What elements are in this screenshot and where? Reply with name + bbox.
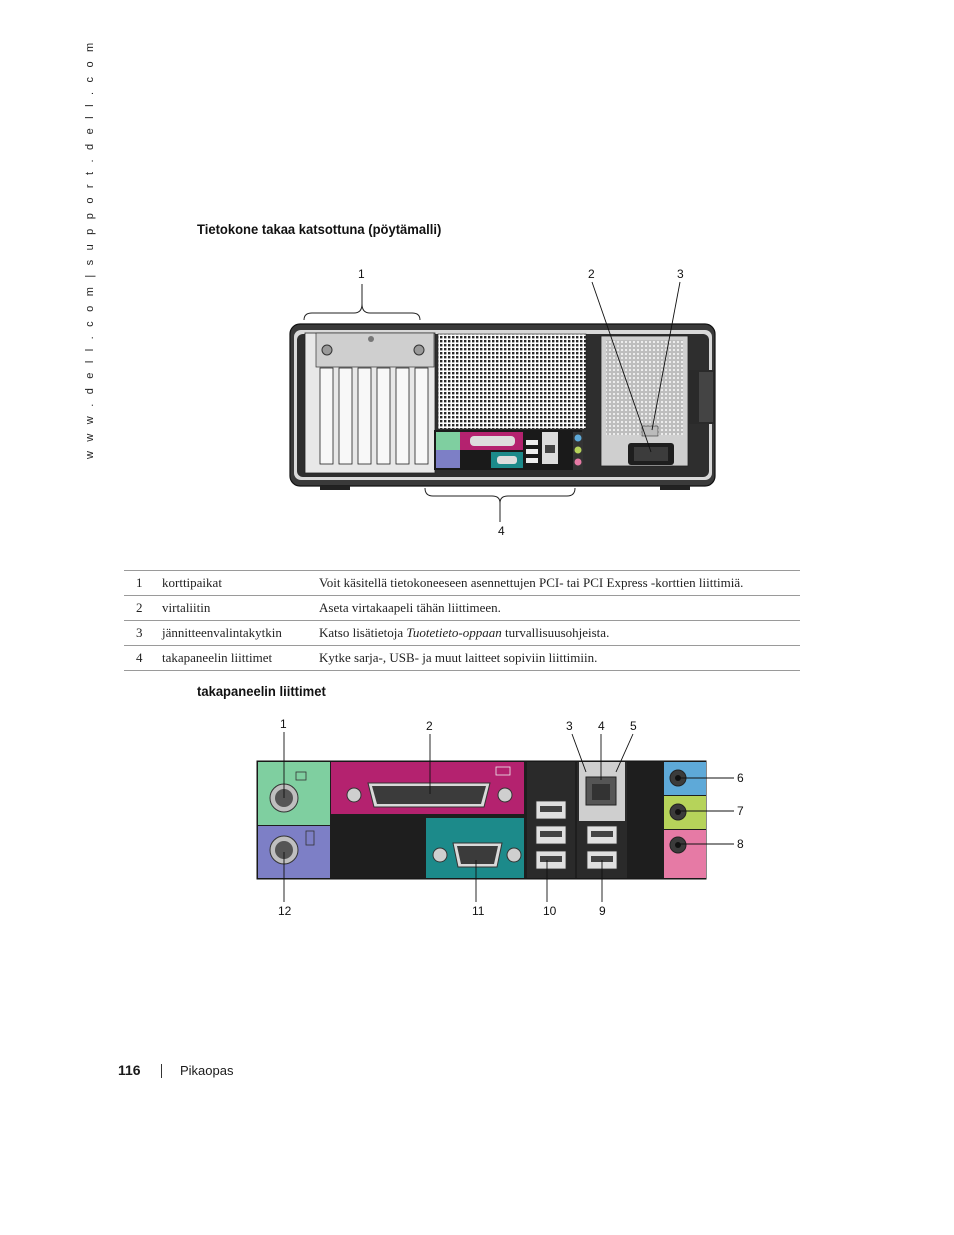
row-name: jännitteenvalintakytkin [162, 620, 319, 646]
back-panel-connectors-figure: 1 2 3 4 5 6 7 8 9 10 11 12 [250, 710, 770, 925]
row-description: Voit käsitellä tietokoneeseen asennettuj… [319, 570, 800, 596]
callout-3: 3 [566, 719, 573, 733]
callout-4: 4 [498, 524, 505, 538]
table-row: 4 takapaneelin liittimet Kytke sarja-, U… [124, 645, 800, 671]
callout-1: 1 [358, 267, 365, 281]
row-number: 2 [124, 595, 162, 621]
table-row: 2 virtaliitin Aseta virtakaapeli tähän l… [124, 595, 800, 621]
callout-6: 6 [737, 771, 744, 785]
row-description: Kytke sarja-, USB- ja muut laitteet sopi… [319, 645, 800, 671]
row-description: Katso lisätietoja Tuotetieto-oppaan turv… [319, 620, 800, 646]
callout-10: 10 [543, 904, 557, 918]
table-row: 1 korttipaikat Voit käsitellä tietokonee… [124, 570, 800, 596]
side-url-text: w w w . d e l l . c o m | s u p p o r t … [84, 39, 96, 459]
row-number: 3 [124, 620, 162, 646]
callout-5: 5 [630, 719, 637, 733]
callout-8: 8 [737, 837, 744, 851]
callout-9: 9 [599, 904, 606, 918]
callout-12: 12 [278, 904, 292, 918]
row-description: Aseta virtakaapeli tähän liittimeen. [319, 595, 800, 621]
footer-doc-title: Pikaopas [180, 1063, 234, 1078]
row-number: 4 [124, 645, 162, 671]
callout-1: 1 [280, 717, 287, 731]
callout-3: 3 [677, 267, 684, 281]
row-name: takapaneelin liittimet [162, 645, 319, 671]
row-name: virtaliitin [162, 595, 319, 621]
side-url-margin: w w w . d e l l . c o m | s u p p o r t … [84, 40, 100, 465]
callout-7: 7 [737, 804, 744, 818]
callout-11: 11 [472, 904, 485, 918]
row-name: korttipaikat [162, 570, 319, 596]
computer-rear-view-figure: 1 2 3 4 [280, 260, 740, 550]
footer-divider [161, 1064, 162, 1078]
section-heading-rear-view: Tietokone takaa katsottuna (pöytämalli) [197, 221, 442, 237]
desc-italic: Tuotetieto-oppaan [406, 625, 502, 640]
parts-table: 1 korttipaikat Voit käsitellä tietokonee… [124, 570, 800, 671]
callout-4: 4 [598, 719, 605, 733]
section-heading-back-panel: takapaneelin liittimet [197, 683, 326, 699]
desc-post: turvallisuusohjeista. [501, 625, 610, 640]
page-number: 116 [118, 1062, 141, 1078]
table-row: 3 jännitteenvalintakytkin Katso lisätiet… [124, 620, 800, 646]
callout-2: 2 [426, 719, 433, 733]
callout-2: 2 [588, 267, 595, 281]
desc-pre: Katso lisätietoja [319, 625, 407, 640]
row-number: 1 [124, 570, 162, 596]
